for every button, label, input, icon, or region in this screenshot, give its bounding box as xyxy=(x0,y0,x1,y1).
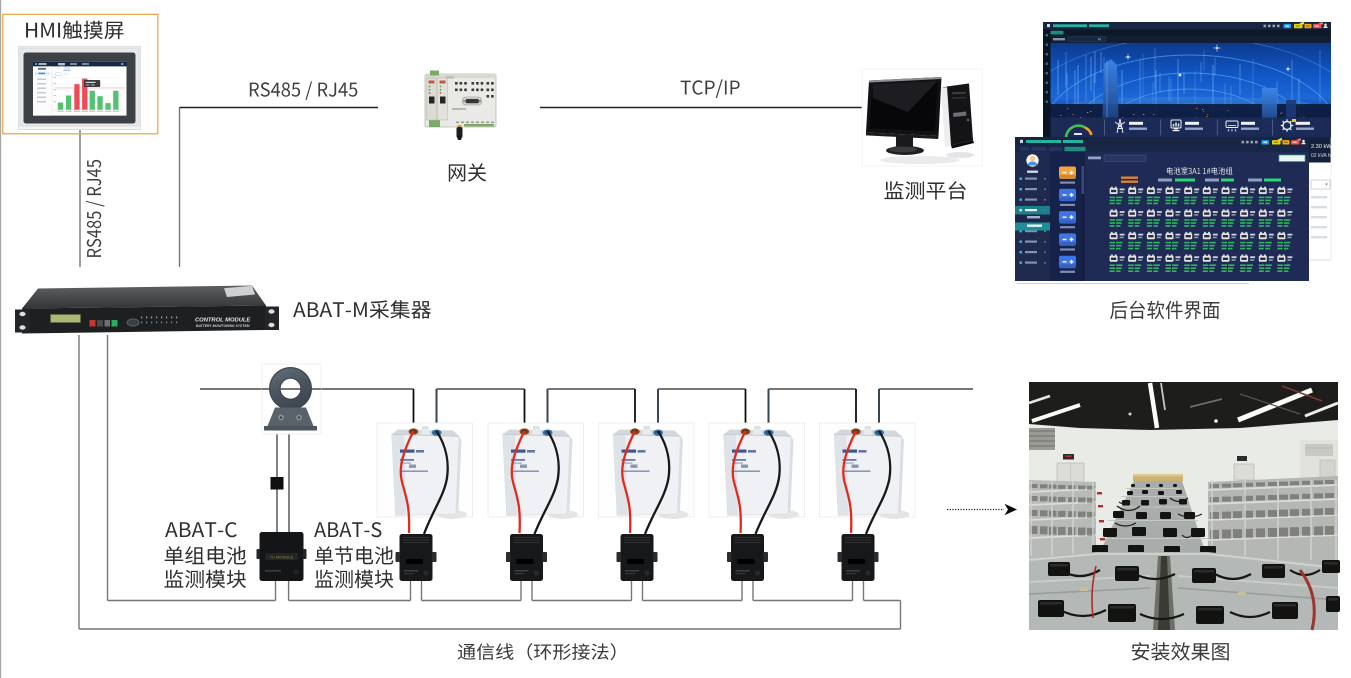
svg-text:BATTERY MONITORING SYSTEM: BATTERY MONITORING SYSTEM xyxy=(196,324,250,328)
svg-text:02 kVA h: 02 kVA h xyxy=(1311,153,1331,159)
svg-text:CONTROL MODULE: CONTROL MODULE xyxy=(195,318,251,324)
svg-text:2.30 kW: 2.30 kW xyxy=(1311,144,1332,150)
svg-text:TC MODULE: TC MODULE xyxy=(270,555,294,560)
